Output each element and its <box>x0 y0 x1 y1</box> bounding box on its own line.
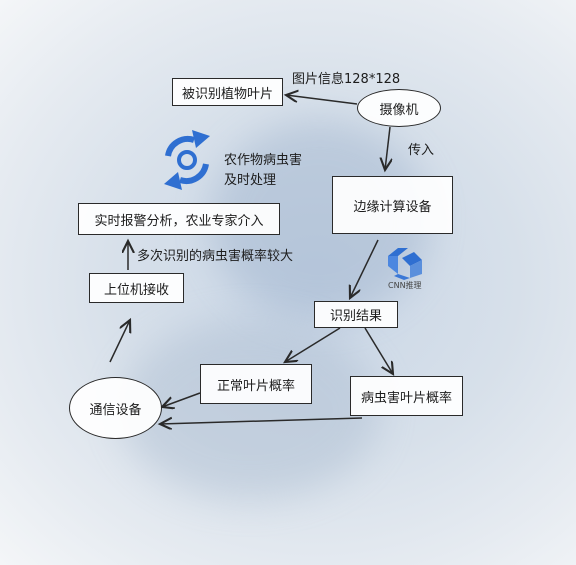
alert-node: 实时报警分析，农业专家介入 <box>78 203 280 235</box>
edge-device-node-label: 边缘计算设备 <box>353 199 432 215</box>
arrow-comm-to-host <box>109 320 130 363</box>
timely-label-line2: 及时处理 <box>224 173 277 188</box>
arrow-camera-to-edge <box>385 126 390 170</box>
refresh-cycle-icon <box>158 128 216 190</box>
comm-device-node: 通信设备 <box>69 377 162 439</box>
camera-node-label: 摄像机 <box>379 102 419 118</box>
disease-prob-node-label: 病虫害叶片概率 <box>360 390 452 406</box>
cnn-label: CNN推理 <box>388 281 422 290</box>
leaf-node: 被识别植物叶片 <box>172 78 283 106</box>
alert-node-label: 实时报警分析，农业专家介入 <box>94 213 264 229</box>
result-node-label: 识别结果 <box>329 309 382 324</box>
leaf-node-label: 被识别植物叶片 <box>181 86 273 102</box>
camera-node: 摄像机 <box>357 89 441 127</box>
arrow-result-to-normal <box>285 327 341 362</box>
timely-label-line1: 农作物病虫害 <box>224 153 303 168</box>
comm-device-node-label: 通信设备 <box>89 402 142 418</box>
host-node: 上位机接收 <box>89 273 184 303</box>
transfer-label: 传入 <box>408 143 435 158</box>
normal-prob-node-label: 正常叶片概率 <box>216 378 295 394</box>
background-blob <box>120 320 380 500</box>
cnn-logo-icon <box>384 246 424 280</box>
arrow-result-to-disease <box>364 327 393 374</box>
multi-detect-label: 多次识别的病虫害概率较大 <box>137 249 294 264</box>
host-node-label: 上位机接收 <box>103 282 169 298</box>
normal-prob-node: 正常叶片概率 <box>200 364 312 404</box>
result-node: 识别结果 <box>314 301 398 328</box>
arrow-edge-to-result <box>350 239 379 298</box>
arrow-disease-to-comm <box>160 418 363 424</box>
disease-prob-node: 病虫害叶片概率 <box>350 376 463 416</box>
arrow-camera-to-leaf <box>286 95 358 105</box>
image-info-label: 图片信息128*128 <box>292 72 401 87</box>
arrow-normal-to-comm <box>162 392 201 407</box>
edge-device-node: 边缘计算设备 <box>332 176 453 234</box>
